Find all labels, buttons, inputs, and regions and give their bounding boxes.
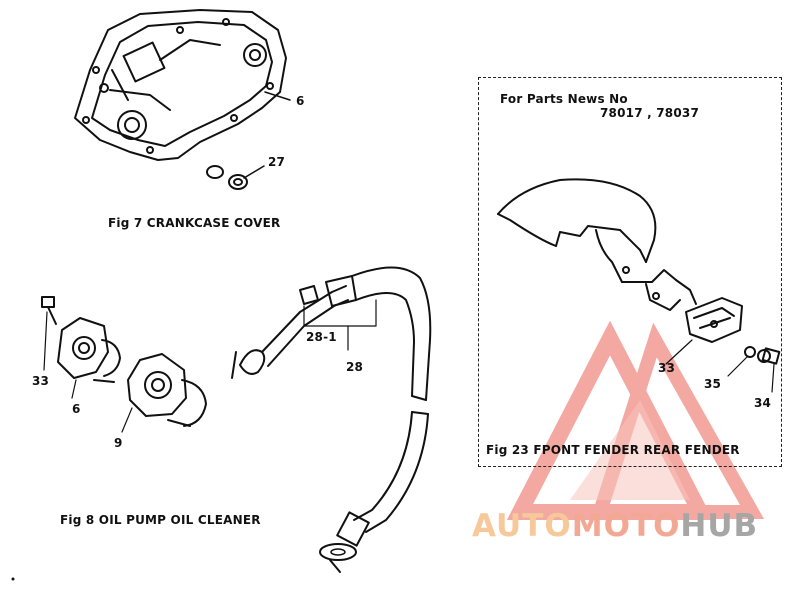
callout-27: 27 — [268, 155, 286, 169]
callout-6-left: 6 — [72, 402, 81, 416]
note-line-1: For Parts News No — [500, 92, 628, 106]
fig7-caption: Fig 7 CRANKCASE COVER — [108, 216, 281, 230]
watermark-logo-icon — [506, 320, 764, 520]
front-fender-drawing — [497, 178, 781, 393]
callout-28: 28 — [346, 360, 364, 374]
watermark-moto: MOTO — [571, 508, 681, 544]
callout-34: 34 — [754, 396, 772, 410]
stray-dot — [11, 577, 15, 581]
oil-pump-drawing — [41, 296, 207, 433]
callout-35: 35 — [704, 377, 722, 391]
watermark-text: AUTOMOTOHUB — [472, 508, 758, 544]
callout-28-1: 28-1 — [306, 330, 337, 344]
watermark-auto: AUTO — [472, 508, 572, 544]
fig23-caption: Fig 23 FPONT FENDER REAR FENDER — [486, 443, 740, 457]
callout-6-top: 6 — [296, 94, 305, 108]
fig8-caption: Fig 8 OIL PUMP OIL CLEANER — [60, 513, 261, 527]
watermark-hub: HUB — [680, 508, 759, 544]
crankcase-cover-drawing — [74, 9, 291, 190]
callout-33-right: 33 — [658, 361, 676, 375]
note-line-2: 78017 , 78037 — [600, 106, 700, 120]
callout-33-left: 33 — [32, 374, 50, 388]
callout-9: 9 — [114, 436, 123, 450]
oil-hose-drawing — [231, 266, 432, 573]
fig23-frame — [478, 77, 782, 467]
